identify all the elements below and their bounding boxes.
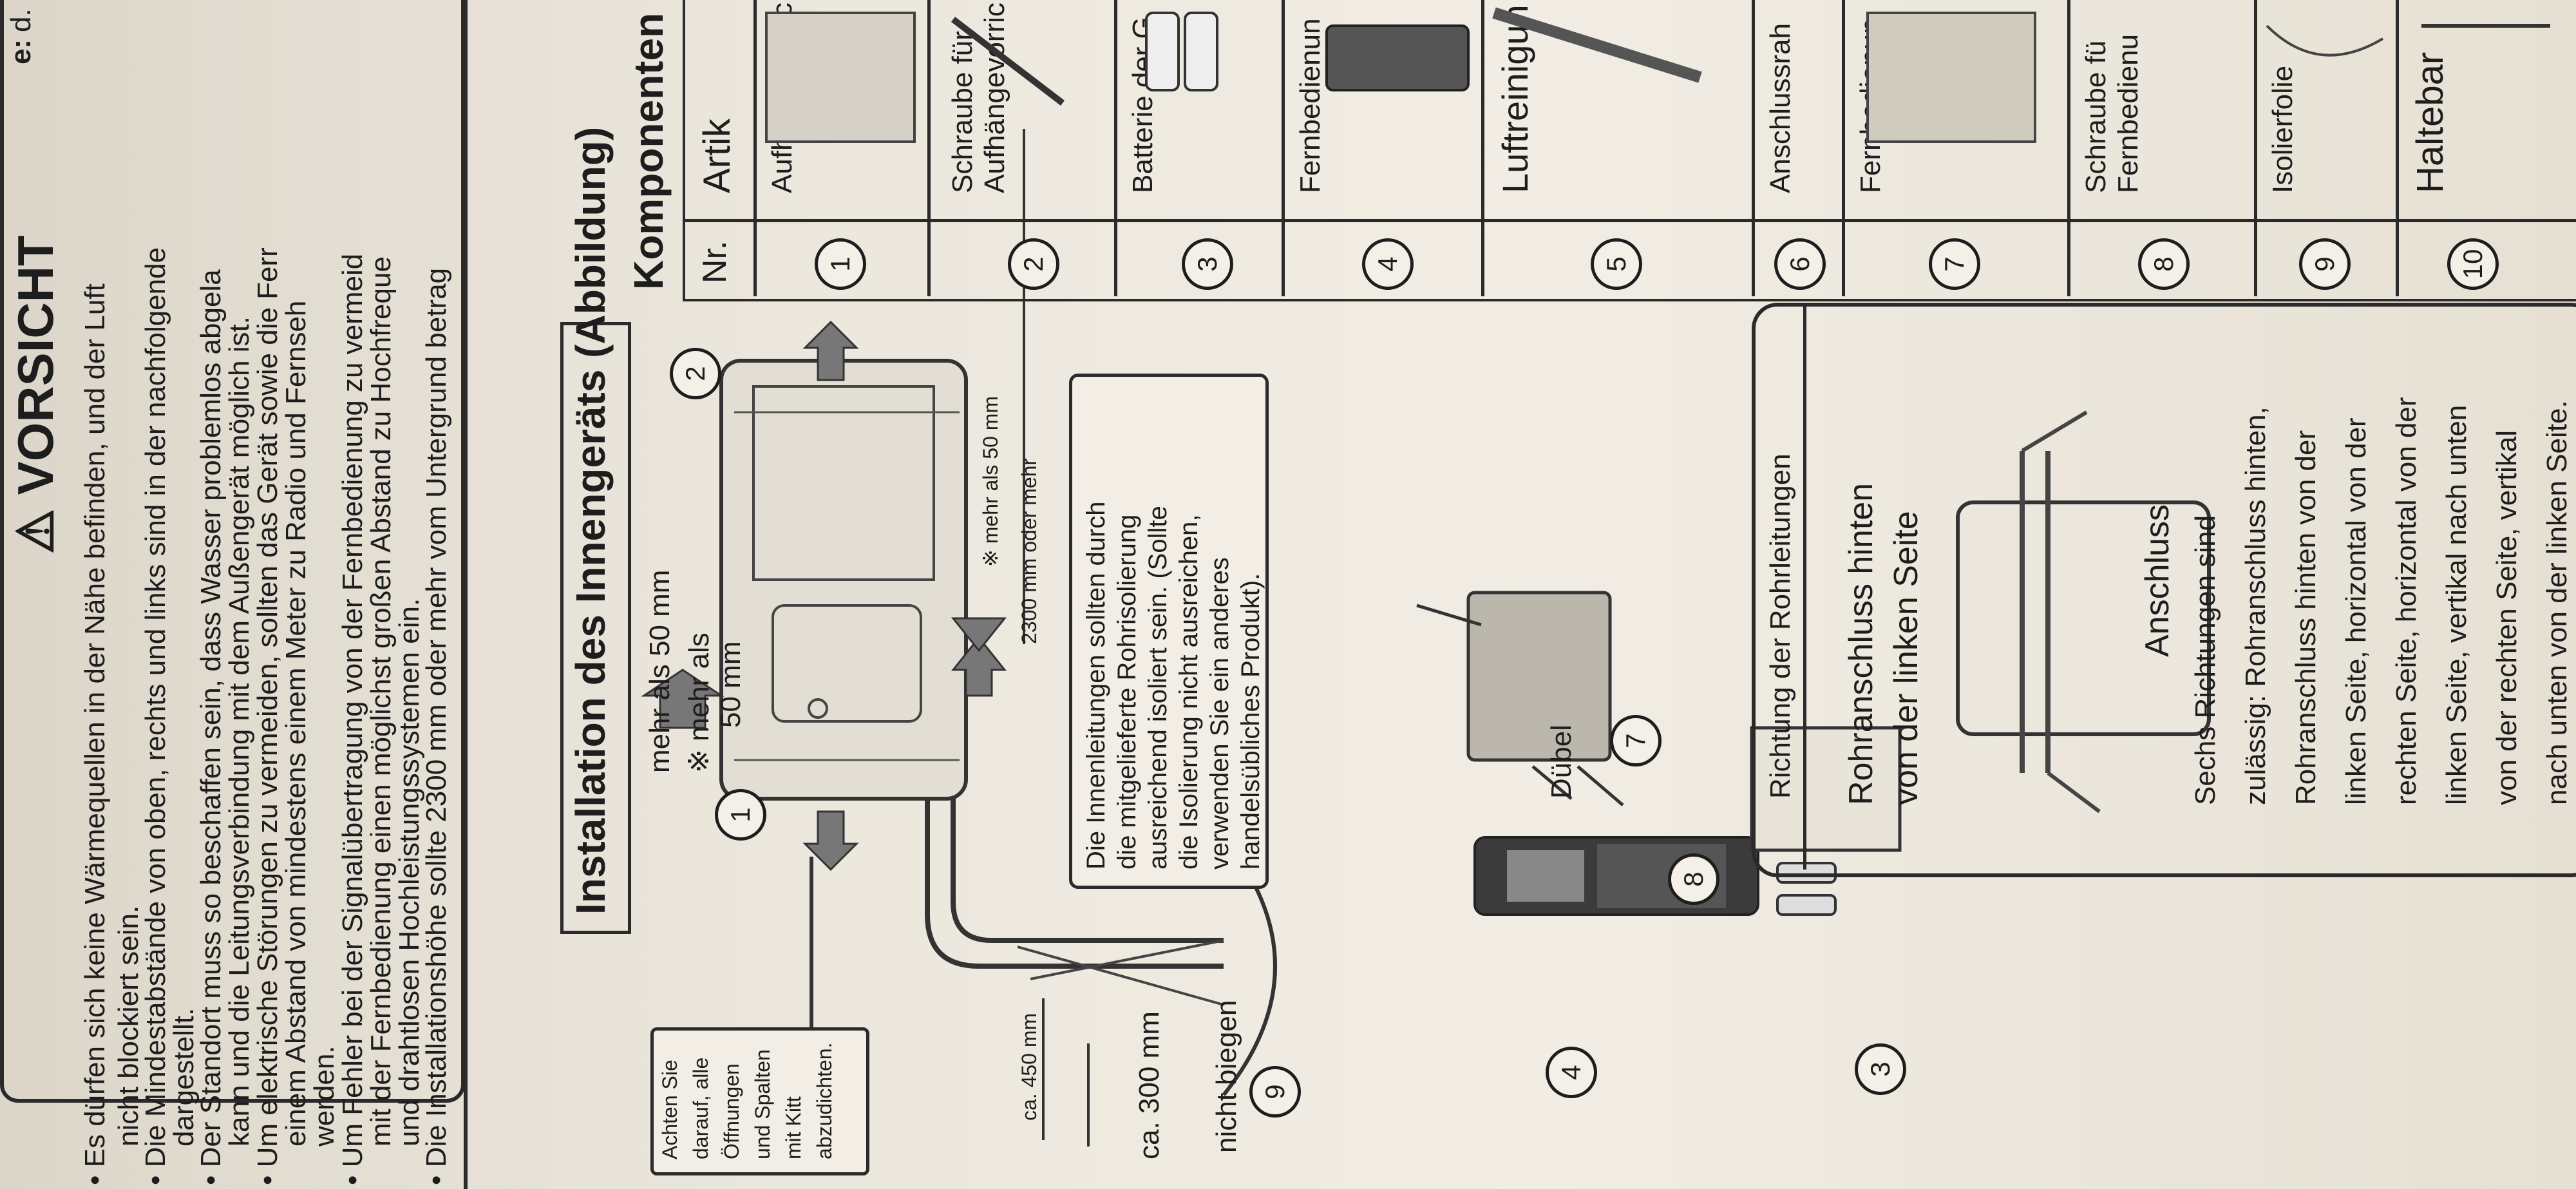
table-row-divider (2254, 0, 2257, 296)
holder-bracket-illustration (1416, 591, 1624, 806)
remote-holder-illustration (1750, 726, 1902, 852)
piping-direction-box (1752, 303, 2576, 877)
table-row-divider (1282, 0, 1285, 296)
pipe-illustration (925, 799, 1277, 1096)
warning-box (0, 0, 465, 1103)
table-row-divider (2396, 0, 2399, 296)
table-row-divider (1114, 0, 1117, 296)
table-row-divider (1481, 0, 1484, 296)
installation-box (464, 0, 2576, 1189)
insulation-note-box (1069, 374, 1269, 889)
components-table (683, 0, 2576, 301)
clearance-arrows (641, 320, 1007, 871)
table-row-divider (2067, 0, 2070, 296)
table-row-divider (1842, 0, 1845, 296)
seal-note-box (650, 1027, 869, 1175)
piping-title-divider (1803, 303, 1806, 870)
components-col-divider (683, 219, 2576, 222)
table-row-divider (753, 0, 757, 296)
installation-heading-box (560, 322, 631, 934)
table-row-divider (927, 0, 931, 296)
table-row-divider (1752, 0, 1755, 296)
batteries-illustration (1776, 862, 1837, 916)
